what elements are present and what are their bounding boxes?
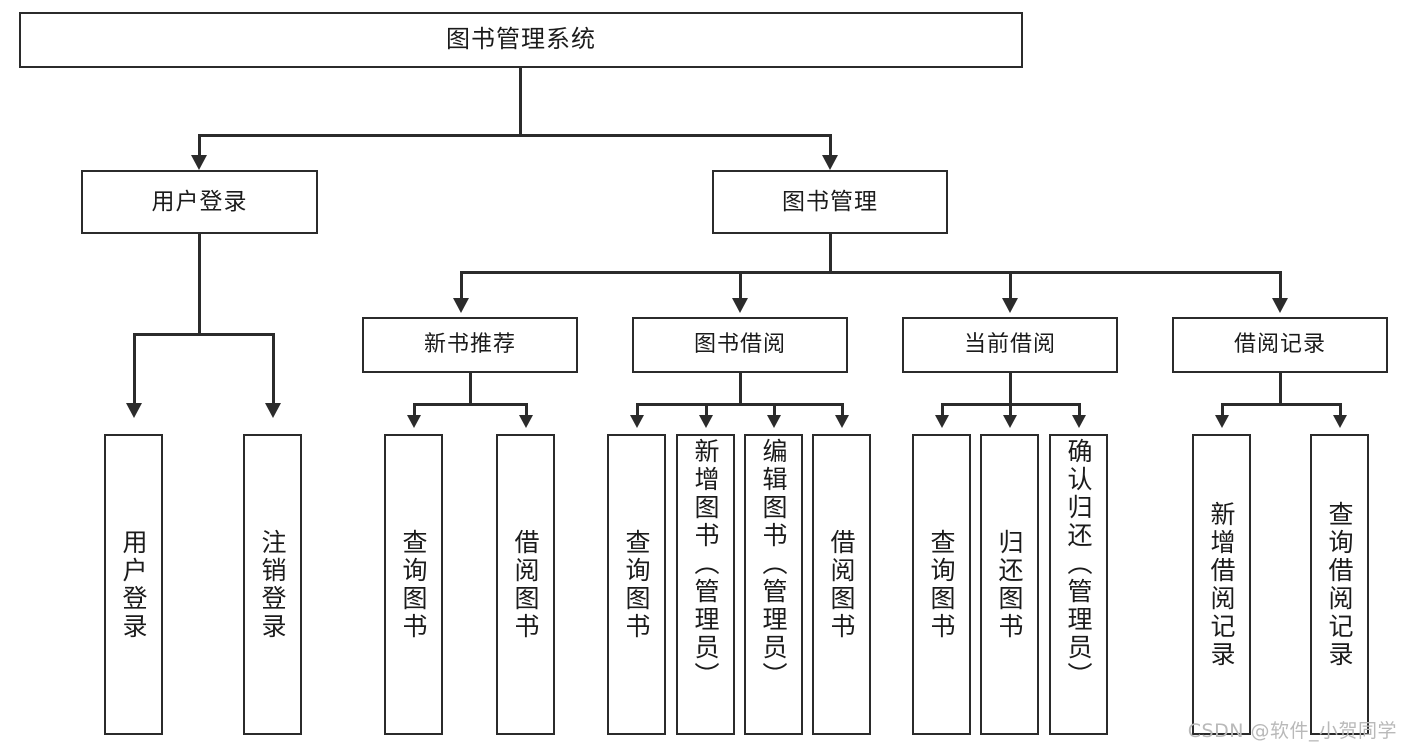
connector-borrow-record-bus	[1221, 403, 1339, 406]
node-book-borrow[interactable]: 图书借阅	[632, 317, 848, 373]
leaf-borrow-record-query-record[interactable]: 查询借阅记录	[1310, 434, 1369, 735]
node-label: 确认归还（管理员）	[1064, 438, 1093, 690]
connector-current-borrow-stem	[1009, 373, 1012, 405]
node-current-borrow[interactable]: 当前借阅	[902, 317, 1118, 373]
leaf-current-borrow-return-book[interactable]: 归还图书	[980, 434, 1039, 735]
node-label: 新增借阅记录	[1207, 500, 1236, 669]
connector-bm-to-current-borrow	[1009, 271, 1012, 301]
connector-user-login-stem	[198, 234, 201, 335]
node-label: 图书管理系统	[446, 25, 596, 54]
connector-book-borrow-stem	[739, 373, 742, 405]
arrowhead-br-to-leaf-2	[1333, 415, 1347, 428]
connector-cb-to-leaf-1	[941, 403, 944, 419]
connector-root-to-book-management	[829, 134, 832, 157]
connector-user-login-bus	[133, 333, 274, 336]
connector-root-stem	[519, 68, 522, 135]
node-label: 用户登录	[151, 188, 248, 215]
connector-bm-to-borrow-record	[1279, 271, 1282, 301]
connector-br-to-leaf-1	[1221, 403, 1224, 419]
connector-new-book-bus	[413, 403, 525, 406]
node-label: 新增图书（管理员）	[691, 438, 720, 690]
node-label: 当前借阅	[963, 332, 1056, 358]
arrowhead-user-login-to-leaf-2	[265, 403, 281, 418]
connector-br-to-leaf-2	[1339, 403, 1342, 419]
connector-root-to-user-login	[198, 134, 201, 157]
connector-nb-to-leaf-1	[413, 403, 416, 419]
node-label: 查询图书	[622, 528, 651, 641]
csdn-watermark: CSDN @软件_小贺同学	[1187, 720, 1397, 742]
leaf-book-borrow-query-book[interactable]: 查询图书	[607, 434, 666, 735]
leaf-user-login-login[interactable]: 用户登录	[104, 434, 163, 735]
arrowhead-bm-to-new-book	[453, 298, 469, 313]
connector-root-bus	[198, 134, 831, 137]
connector-nb-to-leaf-2	[525, 403, 528, 419]
arrowhead-bm-to-borrow-record	[1272, 298, 1288, 313]
node-label: 查询借阅记录	[1325, 500, 1354, 669]
connector-bb-to-leaf-4	[841, 403, 844, 419]
arrowhead-bb-to-leaf-2	[699, 415, 713, 428]
connector-user-login-to-leaf-1	[133, 333, 136, 405]
node-borrow-record[interactable]: 借阅记录	[1172, 317, 1388, 373]
arrowhead-bb-to-leaf-3	[767, 415, 781, 428]
arrowhead-cb-to-leaf-1	[935, 415, 949, 428]
node-label: 借阅记录	[1233, 332, 1326, 358]
node-label: 注销登录	[258, 528, 287, 641]
node-root-book-management-system[interactable]: 图书管理系统	[19, 12, 1023, 68]
node-label: 查询图书	[399, 528, 428, 641]
leaf-current-borrow-query-book[interactable]: 查询图书	[912, 434, 971, 735]
arrowhead-user-login-to-leaf-1	[126, 403, 142, 418]
leaf-book-borrow-edit-book-admin[interactable]: 编辑图书（管理员）	[744, 434, 803, 735]
arrowhead-bm-to-book-borrow	[732, 298, 748, 313]
connector-cb-to-leaf-2	[1009, 403, 1012, 419]
arrowhead-nb-to-leaf-1	[407, 415, 421, 428]
connector-bb-to-leaf-2	[705, 403, 708, 419]
arrowhead-bm-to-current-borrow	[1002, 298, 1018, 313]
connector-bb-to-leaf-1	[636, 403, 639, 419]
connector-book-management-stem	[829, 234, 832, 273]
node-label: 借阅图书	[827, 528, 856, 641]
node-label: 用户登录	[119, 528, 148, 641]
arrowhead-root-to-user-login	[191, 155, 207, 170]
arrowhead-bb-to-leaf-4	[835, 415, 849, 428]
leaf-user-login-logout[interactable]: 注销登录	[243, 434, 302, 735]
node-label: 借阅图书	[511, 528, 540, 641]
connector-bb-to-leaf-3	[773, 403, 776, 419]
leaf-borrow-record-add-record[interactable]: 新增借阅记录	[1192, 434, 1251, 735]
leaf-book-borrow-add-book-admin[interactable]: 新增图书（管理员）	[676, 434, 735, 735]
connector-book-management-bus	[460, 271, 1280, 274]
arrowhead-root-to-book-management	[822, 155, 838, 170]
node-label: 编辑图书（管理员）	[759, 438, 788, 690]
node-book-management[interactable]: 图书管理	[712, 170, 948, 234]
connector-bm-to-new-book	[460, 271, 463, 301]
leaf-new-book-borrow-book[interactable]: 借阅图书	[496, 434, 555, 735]
arrowhead-br-to-leaf-1	[1215, 415, 1229, 428]
connector-user-login-to-leaf-2	[272, 333, 275, 405]
arrowhead-cb-to-leaf-3	[1072, 415, 1086, 428]
connector-cb-to-leaf-3	[1078, 403, 1081, 419]
arrowhead-cb-to-leaf-2	[1003, 415, 1017, 428]
node-new-book-recommend[interactable]: 新书推荐	[362, 317, 578, 373]
connector-new-book-stem	[469, 373, 472, 405]
leaf-new-book-query-book[interactable]: 查询图书	[384, 434, 443, 735]
node-label: 查询图书	[927, 528, 956, 641]
node-label: 图书借阅	[693, 332, 786, 358]
node-user-login[interactable]: 用户登录	[81, 170, 318, 234]
leaf-book-borrow-borrow-book[interactable]: 借阅图书	[812, 434, 871, 735]
connector-book-borrow-bus	[636, 403, 843, 406]
node-label: 归还图书	[995, 528, 1024, 641]
leaf-current-borrow-confirm-return-admin[interactable]: 确认归还（管理员）	[1049, 434, 1108, 735]
connector-borrow-record-stem	[1279, 373, 1282, 405]
node-label: 图书管理	[782, 188, 878, 215]
node-label: 新书推荐	[423, 332, 516, 358]
arrowhead-bb-to-leaf-1	[630, 415, 644, 428]
connector-bm-to-book-borrow	[739, 271, 742, 301]
arrowhead-nb-to-leaf-2	[519, 415, 533, 428]
